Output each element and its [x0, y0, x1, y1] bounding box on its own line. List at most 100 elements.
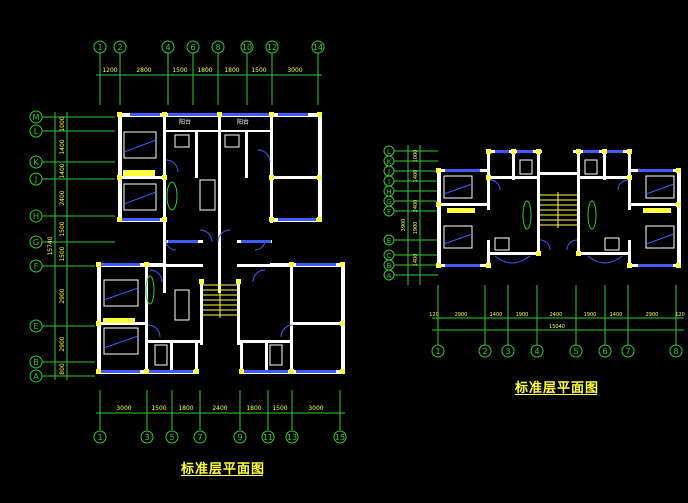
right-plan-title-underline [515, 394, 597, 395]
dim-label: 1800 [224, 67, 239, 74]
dim-label: 2900 [59, 336, 66, 351]
axis-label: 2 [117, 43, 122, 52]
right-plan-columns [436, 149, 681, 268]
right-plan: L K J I H G F E C B A 1 [383, 145, 685, 358]
axis-label: 1 [435, 347, 440, 356]
axis-label: L [34, 127, 39, 136]
axis-label: G [33, 238, 39, 247]
room-label-balcony: 阳台 [179, 118, 191, 126]
left-plan-title-underline [181, 475, 263, 476]
dim-label: 1800 [197, 67, 212, 74]
axis-label: 6 [190, 43, 195, 52]
axis-label: K [387, 158, 392, 166]
left-stair [203, 282, 237, 318]
dim-label: 2800 [136, 67, 151, 74]
axis-label: E [387, 237, 391, 245]
dim-label: 1400 [610, 312, 623, 318]
axis-label: J [34, 175, 37, 184]
dim-label: 2400 [59, 190, 66, 205]
axis-label: 11 [263, 433, 273, 442]
axis-label: H [386, 188, 391, 196]
axis-label: 9 [237, 433, 242, 442]
left-furniture [103, 131, 283, 366]
axis-label: F [387, 208, 391, 216]
axis-label: 7 [625, 347, 630, 356]
axis-label: 3 [144, 433, 149, 442]
axis-label: 7 [197, 433, 202, 442]
axis-label: G [386, 198, 391, 206]
dim-label: 1500 [59, 246, 66, 261]
axis-label: H [33, 212, 39, 221]
dim-label: 1400 [59, 163, 66, 178]
axis-label: 10 [242, 43, 252, 52]
dim-label: 2400 [212, 405, 227, 412]
axis-label: 5 [573, 347, 578, 356]
right-furniture [443, 159, 675, 251]
axis-label: 13 [287, 433, 297, 442]
axis-label: M [33, 113, 40, 122]
axis-label: B [33, 358, 39, 367]
axis-label: J [387, 168, 390, 176]
dim-total: 15040 [549, 324, 565, 330]
left-plan-columns [96, 112, 345, 374]
axis-label: 2 [482, 347, 487, 356]
axis-label: A [387, 272, 392, 280]
axis-label: 6 [602, 347, 607, 356]
dim-label: 1400 [413, 254, 419, 267]
axis-label: A [33, 372, 39, 381]
axis-label: 5 [169, 433, 174, 442]
right-plan-windows [445, 150, 673, 267]
left-doors [147, 149, 294, 338]
right-plan-title: 标准层平面图 [515, 381, 600, 396]
dim-label: 1800 [246, 405, 261, 412]
dim-label: 1900 [516, 312, 529, 318]
axis-label: 14 [313, 43, 323, 52]
room-label-balcony: 阳台 [237, 118, 249, 126]
axis-label: 8 [673, 347, 678, 356]
dim-label: 120 [429, 312, 439, 318]
left-plan-title: 标准层平面图 [181, 462, 266, 477]
axis-label: 3 [505, 347, 510, 356]
dim-label: 1400 [413, 170, 419, 183]
dim-label: 3000 [287, 67, 302, 74]
dim-label: 1400 [490, 312, 503, 318]
dim-label: 1500 [251, 67, 266, 74]
dim-label: 1900 [584, 312, 597, 318]
axis-label: I [388, 178, 390, 186]
dim-label: 1500 [59, 221, 66, 236]
dim-label: 3900 [401, 219, 407, 232]
dim-label: 3000 [116, 405, 131, 412]
axis-label: K [33, 158, 39, 167]
dim-label: 1900 [413, 222, 419, 235]
axis-label: 8 [215, 43, 220, 52]
dim-label: 1400 [59, 139, 66, 154]
dim-label: 1200 [102, 67, 117, 74]
dim-label: 2400 [413, 200, 419, 213]
dim-label: 2900 [455, 312, 468, 318]
axis-label: 12 [267, 43, 277, 52]
dim-label: 800 [59, 363, 66, 375]
dim-label: 1000 [59, 116, 66, 131]
axis-label: E [33, 322, 38, 331]
axis-label: B [387, 262, 392, 270]
axis-label: 4 [165, 43, 170, 52]
dim-label: 2900 [646, 312, 659, 318]
axis-label: 1 [97, 43, 102, 52]
dim-total: 15740 [47, 236, 54, 255]
dim-label: 120 [675, 312, 685, 318]
right-stair [540, 192, 577, 228]
axis-label: 4 [534, 347, 539, 356]
dim-label: 2400 [550, 312, 563, 318]
dim-label: 3000 [308, 405, 323, 412]
dim-label: 1000 [413, 150, 419, 163]
dim-label: 2900 [59, 288, 66, 303]
axis-label: 15 [335, 433, 345, 442]
axis-label: L [387, 148, 391, 156]
left-plan-windows [100, 113, 336, 373]
dim-label: 1800 [178, 405, 193, 412]
dim-label: 1500 [272, 405, 287, 412]
axis-label: F [34, 262, 39, 271]
axis-label: 1 [97, 433, 102, 442]
dim-label: 1500 [172, 67, 187, 74]
